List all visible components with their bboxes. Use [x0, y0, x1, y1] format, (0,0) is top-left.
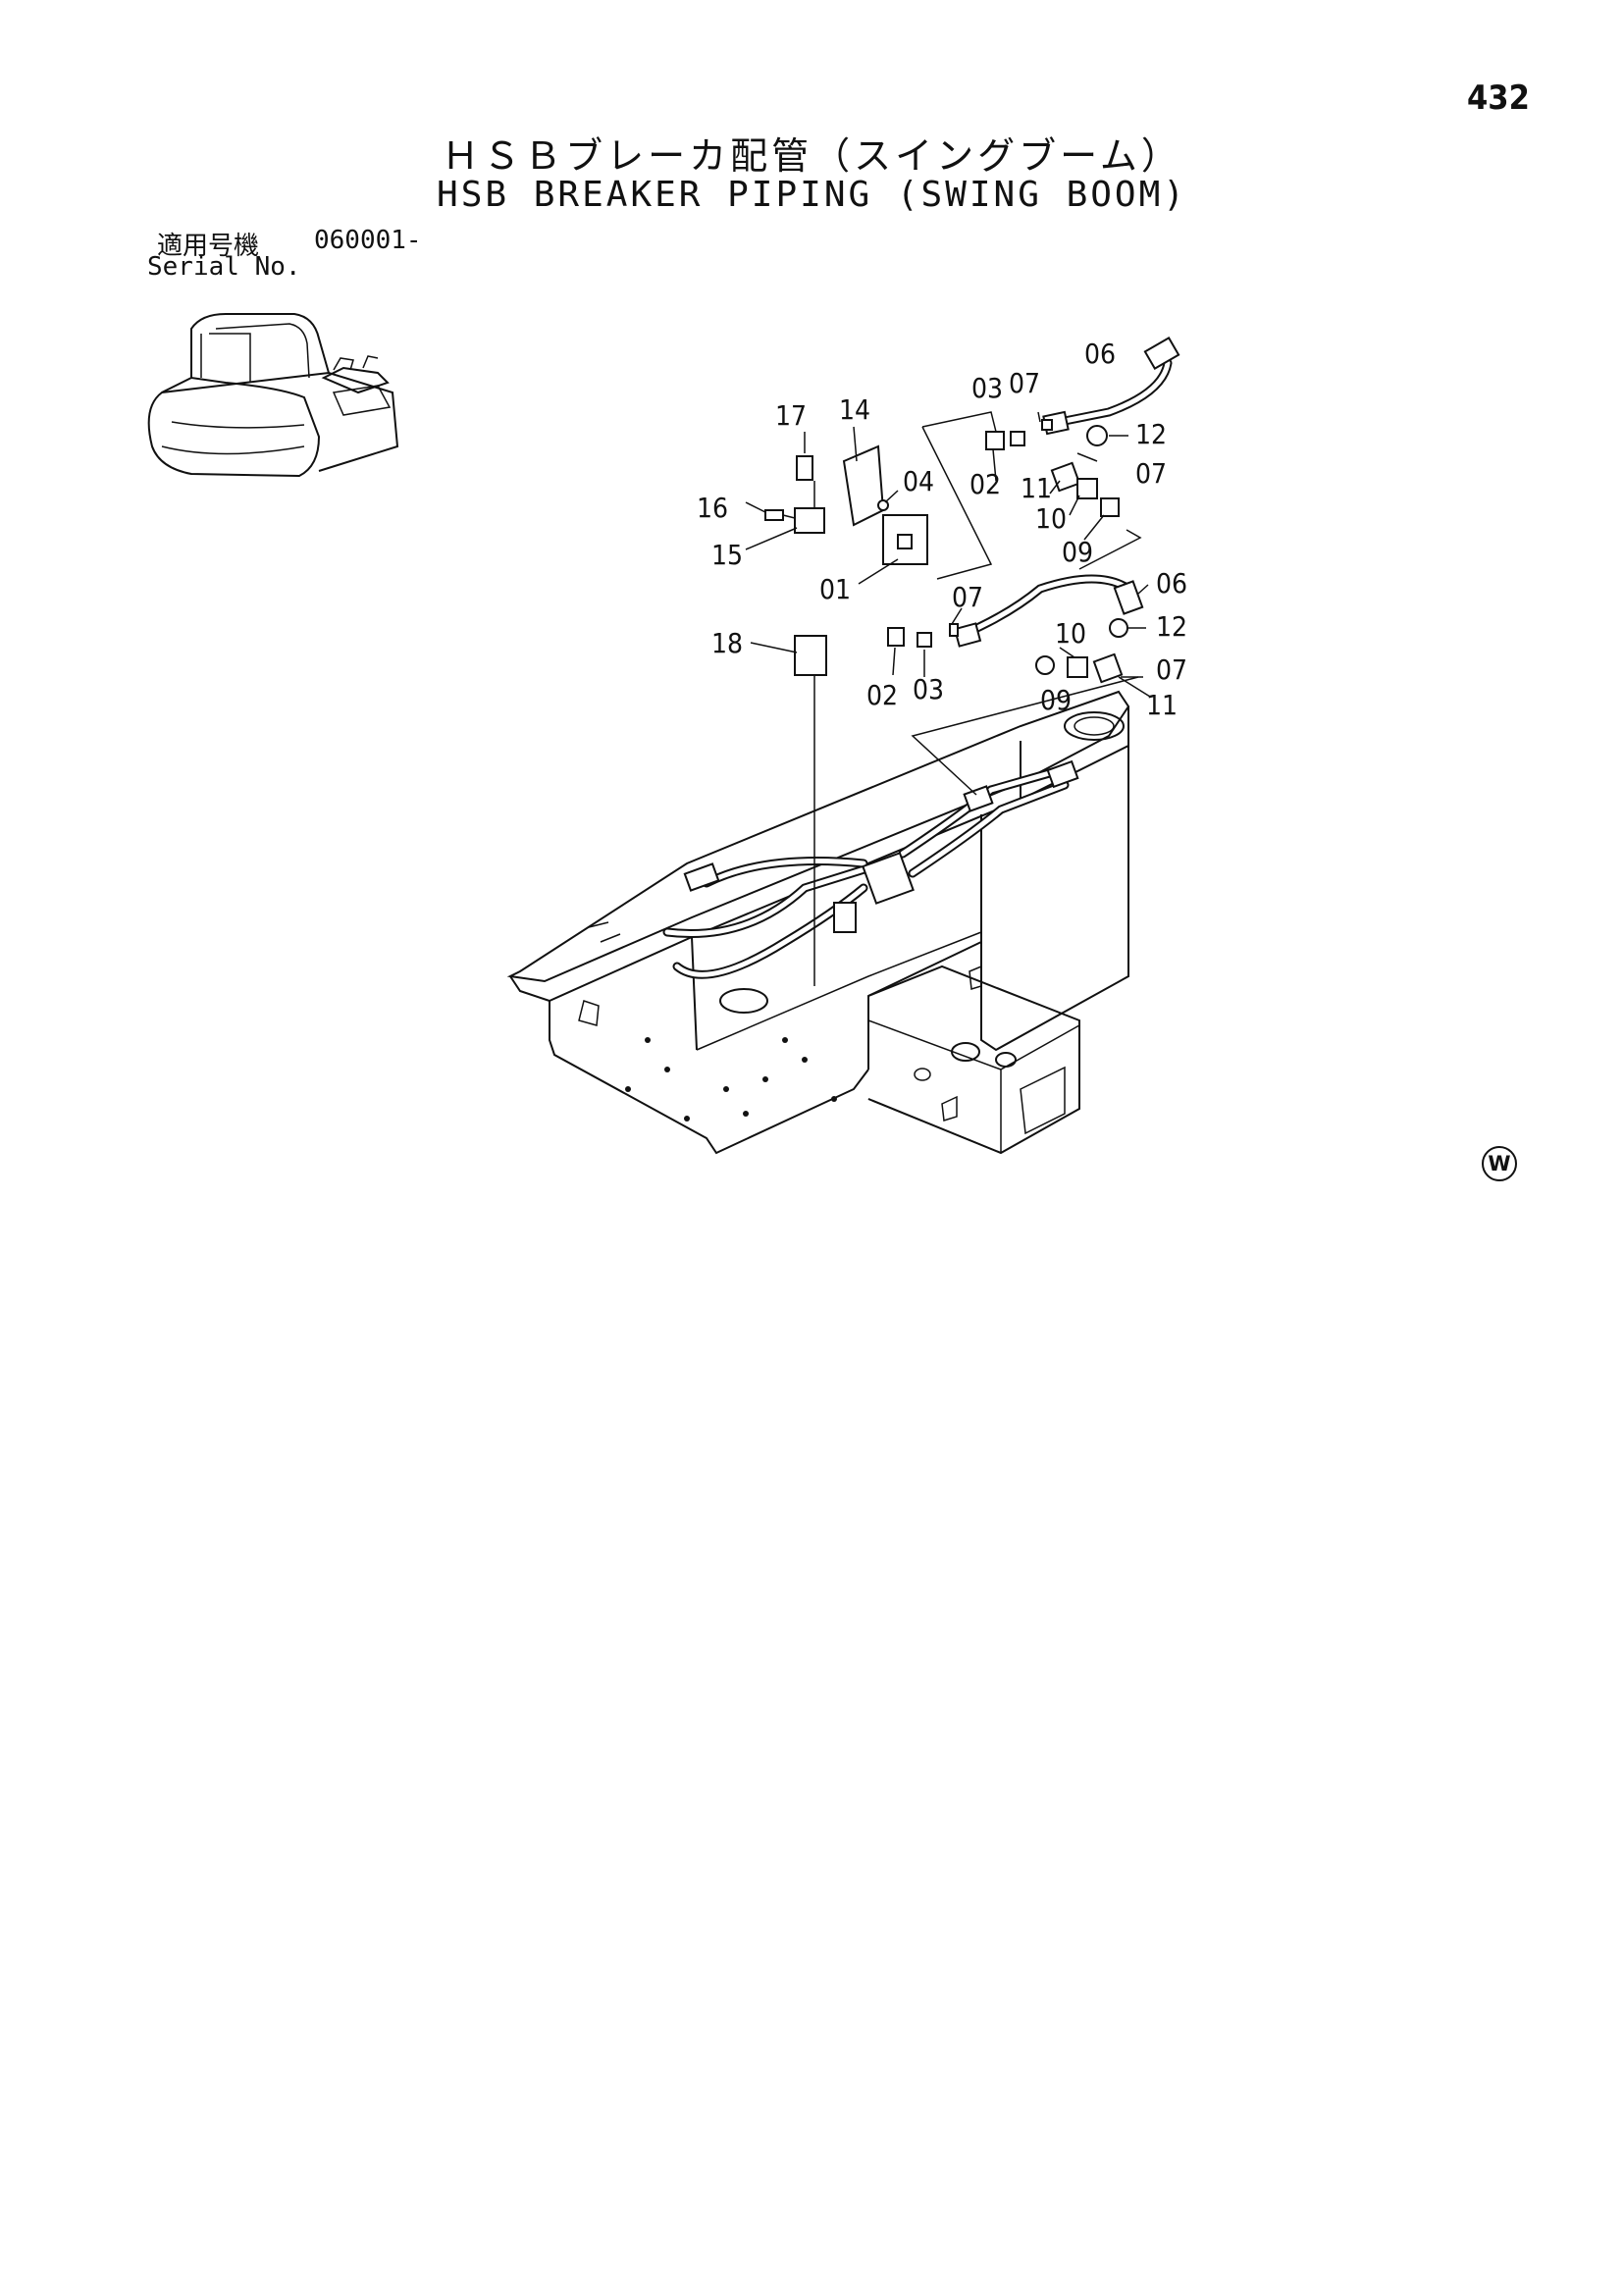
bolt-16	[764, 509, 784, 521]
fitting-02-lower	[887, 627, 905, 647]
callout: 07	[1156, 653, 1187, 686]
bracket-line-upper-right	[1078, 529, 1142, 570]
callout: 02	[969, 468, 1001, 500]
callout: 04	[903, 465, 934, 497]
fitting-12-lower	[1109, 618, 1128, 638]
callout: 06	[1156, 567, 1187, 600]
installed-hoses	[662, 759, 1079, 979]
callout: 09	[1062, 536, 1093, 568]
callout: 07	[1009, 367, 1040, 399]
oring-07-lower	[949, 623, 959, 637]
title-japanese: ＨＳＢブレーカ配管（スイングブーム）	[442, 134, 1182, 178]
fitting-03-lower	[917, 632, 932, 648]
callout: 10	[1055, 617, 1086, 650]
callout: 11	[1146, 689, 1178, 721]
fitting-09-lower	[1035, 655, 1055, 675]
hose-06-upper	[1042, 336, 1180, 436]
callout: 03	[971, 372, 1003, 404]
callout: 16	[697, 492, 728, 524]
fitting-12-upper	[1086, 425, 1108, 446]
callout: 17	[775, 399, 807, 432]
callout: 07	[952, 581, 983, 613]
block-01-port	[897, 534, 913, 549]
parts-diagram: 17 14 16 04 15 01 18 03 07 06 02 12 07 1…	[506, 336, 1187, 1155]
callout: 18	[711, 627, 743, 659]
fitting-03-upper	[1010, 431, 1025, 446]
callout: 01	[819, 573, 851, 605]
page-number: 432	[1467, 78, 1530, 118]
callout: 07	[1135, 457, 1167, 490]
fitting-09-upper	[1100, 497, 1120, 517]
callout: 12	[1156, 610, 1187, 643]
callout: 06	[1084, 338, 1116, 370]
elbow-11-lower	[1092, 652, 1124, 684]
callouts: 17 14 16 04 15 01 18 03 07 06 02 12 07 1…	[697, 338, 1187, 721]
reference-line-lower	[911, 676, 1139, 796]
oring-07-upper	[1041, 419, 1053, 431]
fitting-02-upper	[985, 431, 1005, 450]
callout: 03	[913, 673, 944, 705]
machine-key-plan-illustration	[147, 313, 399, 478]
callout: 09	[1040, 684, 1072, 716]
serial-number: 060001-	[314, 226, 422, 255]
bracket-14	[842, 444, 885, 527]
hose-06-lower	[953, 574, 1144, 648]
callout: 14	[839, 393, 870, 426]
title-english: HSB BREAKER PIPING (SWING BOOM)	[437, 175, 1187, 215]
callout-leaders	[745, 411, 1151, 698]
bolt-17	[796, 455, 813, 481]
callout: 02	[866, 679, 898, 711]
clamp-15	[794, 507, 825, 534]
callout: 10	[1035, 502, 1067, 535]
serial-label-english: Serial No.	[147, 252, 301, 282]
circled-w-mark: W	[1482, 1146, 1517, 1181]
adapter-10-upper	[1076, 478, 1098, 499]
oring-07-upper-b	[1076, 452, 1098, 462]
callout: 11	[1021, 472, 1052, 504]
callout: 15	[711, 539, 743, 571]
elbow-11-upper	[1050, 461, 1081, 493]
serial-label-japanese: 適用号機	[157, 232, 260, 261]
adapter-10-lower	[1067, 656, 1088, 678]
bracket-line-upper	[921, 411, 997, 580]
callout: 12	[1135, 418, 1167, 450]
clamp-18	[794, 635, 827, 676]
